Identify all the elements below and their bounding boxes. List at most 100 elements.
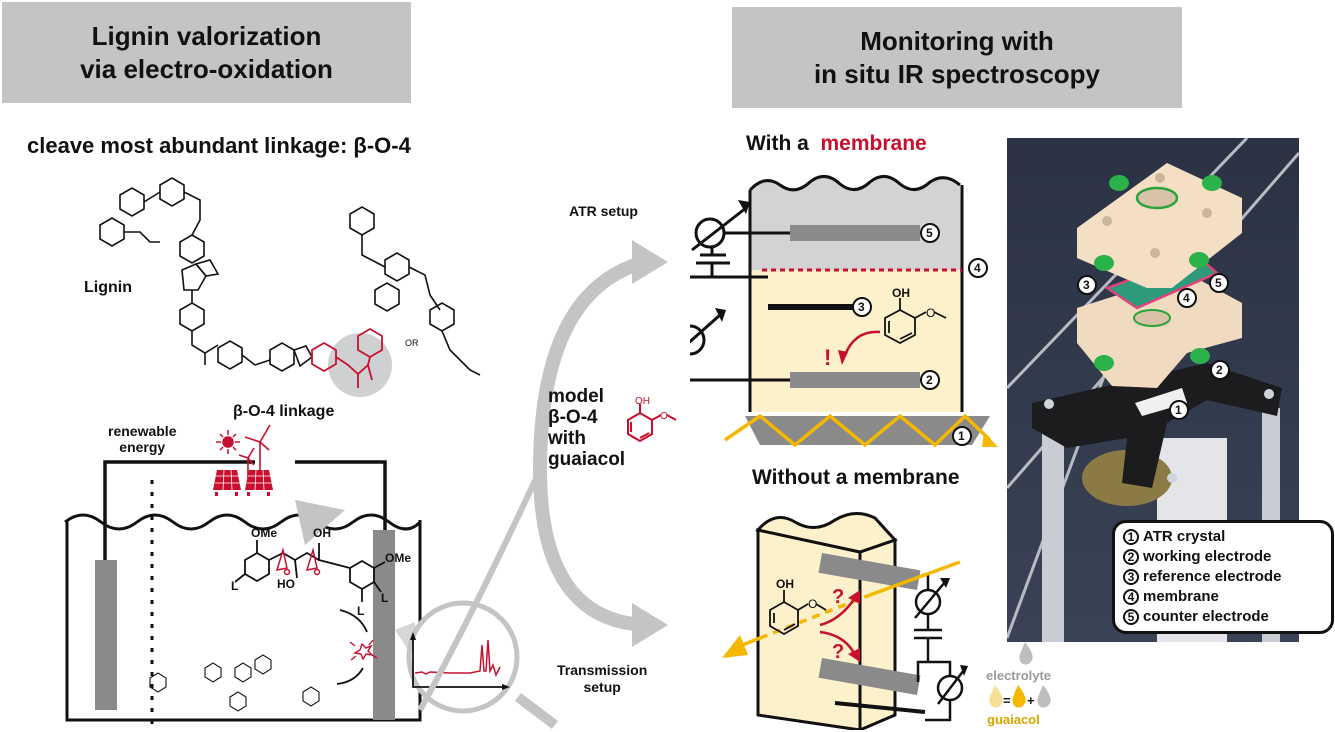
- electrolyte-drop-icon-2: [1037, 685, 1051, 708]
- energy-label-line2: energy: [119, 439, 166, 455]
- ho-label: HO: [277, 577, 295, 591]
- atr-cell-diagram: OH O ! 5 4 3 2 1: [690, 175, 998, 448]
- question-mark-2: ?: [832, 641, 844, 663]
- energy-label-line1: renewable: [108, 423, 177, 439]
- working-compartment: [750, 270, 962, 412]
- transmission-arrow-head: [632, 603, 668, 647]
- render-marker-1: 1: [1169, 400, 1189, 420]
- with-membrane-highlight: membrane: [820, 132, 927, 155]
- l-label-2: L: [357, 604, 364, 618]
- marker-1: 1: [952, 426, 972, 446]
- right-banner-line1: Monitoring with: [860, 25, 1054, 56]
- l-label-3: L: [231, 579, 238, 593]
- guaiacol-oh-label-atr: OH: [892, 286, 910, 300]
- l-label-1: L: [381, 591, 388, 605]
- legend-label: counter electrode: [1143, 608, 1269, 625]
- or-label: OR: [405, 338, 419, 348]
- support-post-left: [1042, 418, 1064, 642]
- marker-5: 5: [920, 223, 940, 243]
- flow-arrow-head: [295, 500, 345, 545]
- spectrum-trace: [414, 639, 501, 678]
- electrode-right: [373, 530, 395, 720]
- legend-number: 5: [1123, 609, 1139, 625]
- svg-text:1: 1: [958, 429, 965, 443]
- model-line2: β-O-4: [548, 407, 598, 428]
- without-membrane-title: Without a membrane: [752, 466, 960, 489]
- lignin-structure: Lignin OR: [84, 177, 481, 397]
- lignin-ring: [269, 342, 295, 372]
- electrolyte-equation: electrolyte = + guaiacol: [986, 642, 1051, 727]
- right-banner: Monitoring with in situ IR spectroscopy: [732, 7, 1182, 108]
- reaction-arrow-out: [336, 667, 364, 685]
- atr-arrow-head: [632, 240, 668, 284]
- lignin-ring: [384, 252, 410, 282]
- svg-text:2: 2: [1216, 363, 1223, 377]
- lignin-ring: [99, 217, 125, 247]
- model-line3: with: [548, 428, 586, 449]
- equals-sign: =: [1003, 693, 1011, 708]
- sun-icon: [216, 430, 240, 454]
- lower-cell-block: [1077, 273, 1242, 388]
- lower-electrode: [818, 658, 921, 696]
- base-plate: [1032, 363, 1282, 488]
- cell-wave-top: [64, 513, 422, 531]
- guaiacol-drop-icon: [1012, 685, 1026, 708]
- lignin-chain: [191, 290, 219, 365]
- solar-panel-icon: [213, 470, 273, 496]
- with-membrane-title: With a membrane: [746, 132, 927, 156]
- fitting-green: [1094, 355, 1114, 371]
- left-banner: Lignin valorization via electro-oxidatio…: [2, 2, 411, 103]
- marker-2: 2: [920, 370, 940, 390]
- lignin-ring: [119, 187, 145, 217]
- fitting-green: [1094, 255, 1114, 271]
- guaiacol-red-structure: OH O: [627, 396, 677, 443]
- atr-branch-curve: [533, 255, 647, 471]
- counter-electrode: [790, 225, 920, 241]
- linkage-bond: [335, 356, 373, 388]
- lignin-label: Lignin: [84, 279, 132, 296]
- diffusion-arrow-up: [819, 597, 857, 627]
- left-banner-line2: via electro-oxidation: [80, 53, 333, 84]
- render-marker-4: 4: [1177, 288, 1197, 308]
- mixture-drop-icon: [989, 685, 1003, 708]
- cell-outline: [748, 175, 964, 412]
- transmission-line2: setup: [583, 679, 621, 695]
- legend-number: 2: [1123, 549, 1139, 565]
- legend-number: 3: [1123, 569, 1139, 585]
- marker-3: 3: [852, 297, 872, 317]
- plus-sign: +: [1027, 693, 1035, 708]
- svg-text:4: 4: [974, 261, 981, 275]
- fitting-green: [1189, 252, 1209, 268]
- lignin-ring: [292, 345, 314, 368]
- legend-label: working electrode: [1143, 548, 1272, 565]
- linkage-ring-right: [357, 327, 383, 359]
- svg-text:3: 3: [1083, 278, 1090, 292]
- exclaim-mark: !: [824, 345, 831, 370]
- guaiacol-o-atr: O: [926, 306, 935, 320]
- reference-wire: [834, 701, 926, 714]
- branch-arrows: [417, 240, 668, 712]
- lignin-ring: [349, 206, 375, 236]
- cell-top: [755, 512, 898, 554]
- with-membrane-prefix: With a: [746, 132, 809, 155]
- energy-label: renewable energy: [108, 423, 176, 455]
- reference-electrode: [768, 304, 854, 310]
- transmission-cell-diagram: OH O ? ?: [722, 512, 968, 730]
- upper-electrode: [818, 553, 921, 591]
- spectrum-axes: [412, 637, 505, 688]
- wind-turbine-icon: [238, 424, 271, 482]
- lignin-ring: [194, 259, 220, 277]
- fitting-green: [1190, 348, 1210, 364]
- legend-number: 1: [1123, 529, 1139, 545]
- lignin-ring: [159, 177, 185, 207]
- ir-beam-solid-right: [869, 560, 961, 597]
- fitting-green: [1202, 175, 1222, 191]
- lignin-ring: [181, 263, 207, 291]
- right-banner-line2: in situ IR spectroscopy: [813, 58, 1101, 89]
- svg-text:3: 3: [858, 300, 865, 314]
